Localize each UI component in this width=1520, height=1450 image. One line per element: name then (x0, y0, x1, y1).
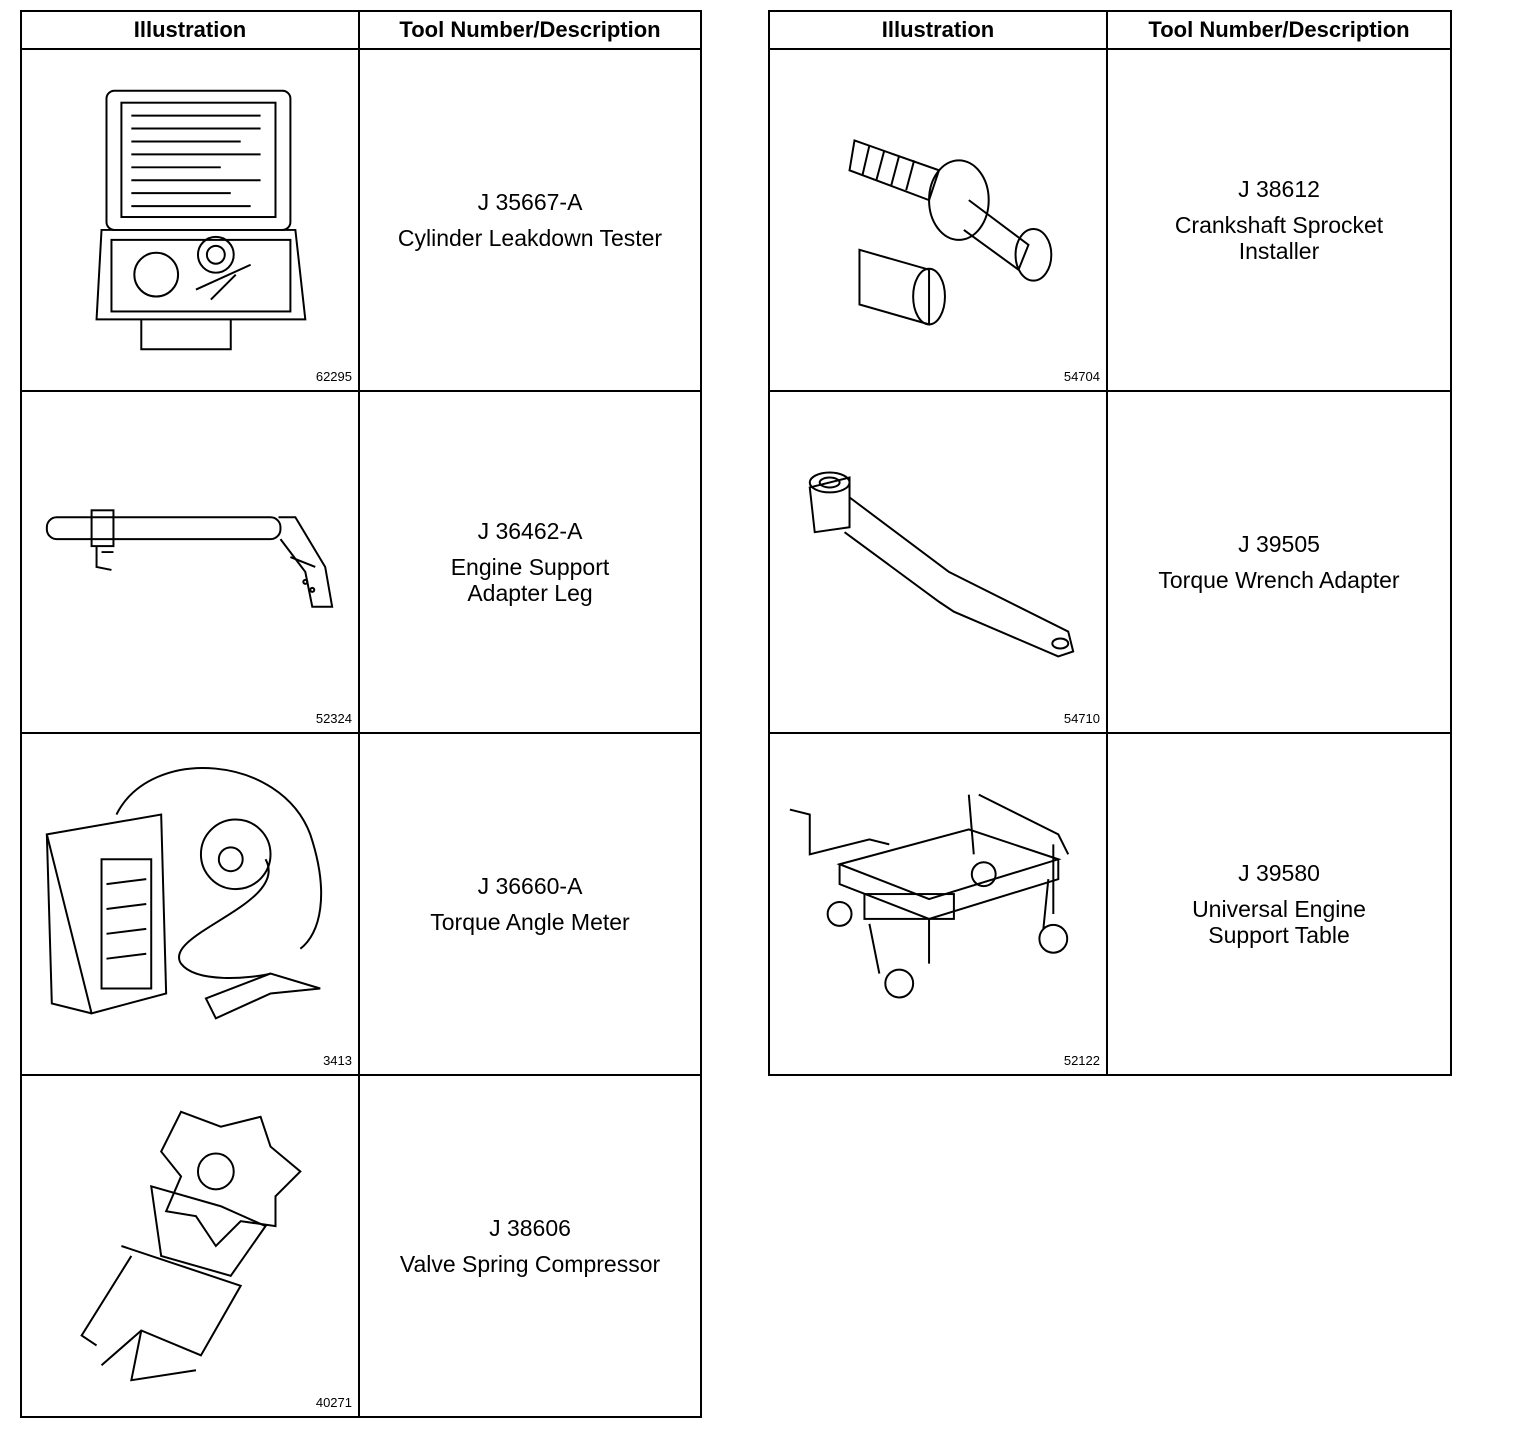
illustration-cell: 54710 (768, 390, 1108, 734)
table-row: 3413 J 36660-A Torque Angle Meter (20, 732, 702, 1076)
tool-description: Torque Wrench Adapter (1158, 567, 1400, 593)
tool-description: Crankshaft Sprocket Installer (1174, 212, 1384, 264)
figure-number: 52122 (1063, 1053, 1100, 1068)
left-tool-table: Illustration Tool Number/Description (20, 10, 702, 1418)
tool-cell: J 36660-A Torque Angle Meter (358, 732, 702, 1076)
illustration-cell: 52122 (768, 732, 1108, 1076)
illustration-cell: 52324 (20, 390, 360, 734)
table-row: 54704 J 38612 Crankshaft Sprocket Instal… (768, 48, 1452, 392)
tool-cell: J 39505 Torque Wrench Adapter (1106, 390, 1452, 734)
table-header-row: Illustration Tool Number/Description (20, 10, 702, 50)
tool-number: J 38606 (489, 1215, 571, 1241)
leakdown-tester-case-icon (95, 89, 307, 351)
tool-header: Tool Number/Description (358, 10, 702, 50)
tool-number: J 39505 (1238, 531, 1320, 557)
illustration-cell: 40271 (20, 1074, 360, 1418)
adapter-leg-icon (45, 509, 334, 608)
tool-description: Cylinder Leakdown Tester (397, 225, 663, 251)
tool-description: Valve Spring Compressor (399, 1251, 661, 1277)
tool-number: J 36660-A (477, 873, 583, 899)
tool-header: Tool Number/Description (1106, 10, 1452, 50)
tool-description: Torque Angle Meter (430, 909, 630, 935)
tool-number: J 39580 (1238, 860, 1320, 886)
illustration-cell: 62295 (20, 48, 360, 392)
illustration-cell: 3413 (20, 732, 360, 1076)
engine-support-table-icon (789, 793, 1070, 999)
table-row: 52122 J 39580 Universal Engine Support T… (768, 732, 1452, 1076)
torque-angle-meter-icon (45, 767, 323, 1020)
tool-description: Universal Engine Support Table (1192, 896, 1366, 948)
table-header-row: Illustration Tool Number/Description (768, 10, 1452, 50)
valve-spring-compressor-icon (80, 1110, 302, 1382)
figure-number: 54704 (1063, 369, 1100, 384)
tool-cell: J 39580 Universal Engine Support Table (1106, 732, 1452, 1076)
tool-cell: J 36462-A Engine Support Adapter Leg (358, 390, 702, 734)
table-row: 40271 J 38606 Valve Spring Compressor (20, 1074, 702, 1418)
tool-cell: J 38612 Crankshaft Sprocket Installer (1106, 48, 1452, 392)
illustration-cell: 54704 (768, 48, 1108, 392)
table-row: 52324 J 36462-A Engine Support Adapter L… (20, 390, 702, 734)
table-row: 54710 J 39505 Torque Wrench Adapter (768, 390, 1452, 734)
figure-number: 62295 (315, 369, 352, 384)
sprocket-installer-icon (848, 139, 1053, 326)
tool-cell: J 38606 Valve Spring Compressor (358, 1074, 702, 1418)
illustration-header: Illustration (768, 10, 1108, 50)
figure-number: 52324 (315, 711, 352, 726)
tool-number: J 38612 (1238, 176, 1320, 202)
tool-number: J 35667-A (477, 189, 583, 215)
figure-number: 3413 (323, 1053, 352, 1068)
figure-number: 40271 (315, 1395, 352, 1410)
tool-description: Engine Support Adapter Leg (450, 554, 610, 606)
illustration-header: Illustration (20, 10, 360, 50)
tool-cell: J 35667-A Cylinder Leakdown Tester (358, 48, 702, 392)
figure-number: 54710 (1063, 711, 1100, 726)
torque-wrench-adapter-icon (808, 471, 1075, 658)
right-tool-table: Illustration Tool Number/Description 547… (768, 10, 1452, 1076)
tool-number: J 36462-A (477, 518, 583, 544)
table-row: 62295 J 35667-A Cylinder Leakdown Tester (20, 48, 702, 392)
